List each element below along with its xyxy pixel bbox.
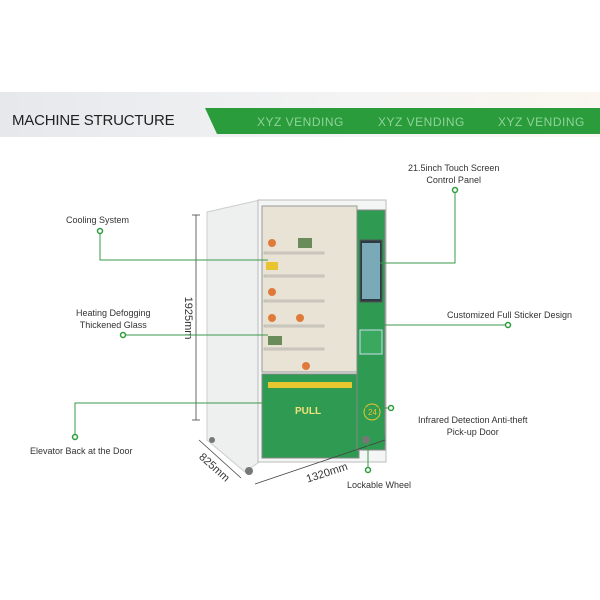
callout-screen-line1: 21.5inch Touch Screen	[408, 163, 500, 173]
24h-badge: 24	[368, 408, 377, 417]
page-title: MACHINE STRUCTURE	[12, 112, 175, 129]
callout-lockable-wheel: Lockable Wheel	[347, 480, 412, 490]
callout-door-line1: Infrared Detection Anti-theft	[418, 415, 528, 425]
brand-text: XYZ VENDING	[257, 115, 344, 129]
callout-cooling-system: Cooling System	[66, 215, 130, 225]
callout-door-line2: Pick-up Door	[446, 427, 499, 437]
height-dimension: 1925mm	[182, 297, 194, 340]
callout-glass-line2: Thickened Glass	[79, 320, 147, 330]
callout-screen-line2: Control Panel	[426, 175, 481, 185]
brand-text: XYZ VENDING	[498, 115, 585, 129]
callout-elevator: Elevator Back at the Door	[30, 446, 133, 456]
callout-glass-line1: Heating Defogging	[76, 308, 151, 318]
callout-sticker: Customized Full Sticker Design	[447, 310, 573, 320]
door-pull-label: PULL	[295, 406, 321, 417]
brand-strip	[205, 108, 600, 134]
brand-text: XYZ VENDING	[378, 115, 465, 129]
